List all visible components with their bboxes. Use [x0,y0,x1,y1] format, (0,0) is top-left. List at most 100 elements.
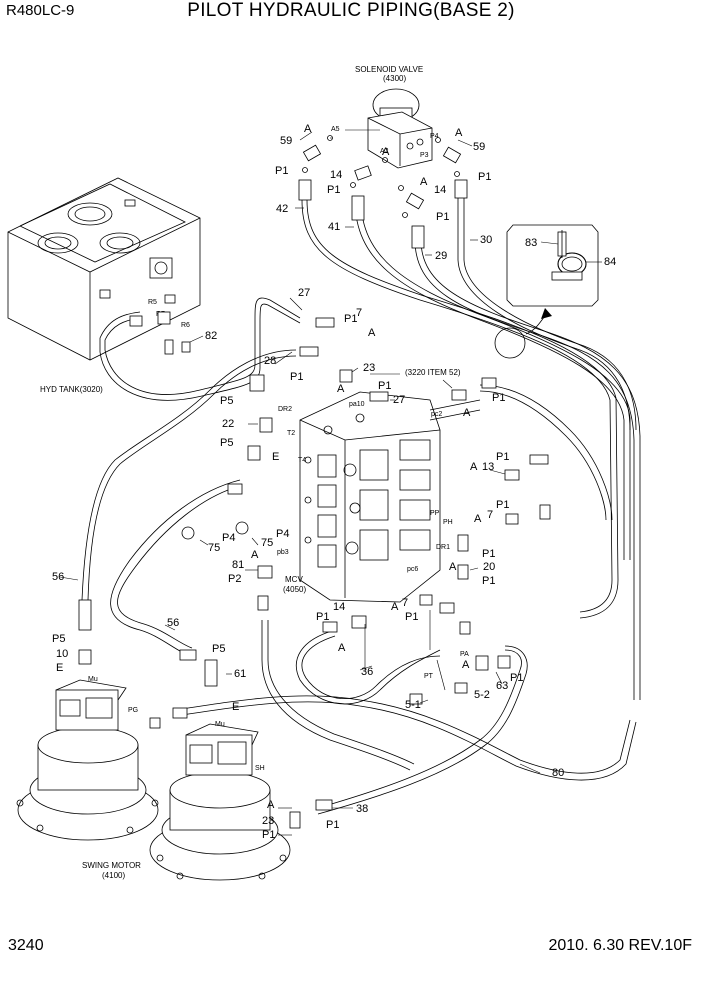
letter-p1: P1 [510,672,523,684]
callout-82: 82 [205,330,217,342]
model-number: R480LC-9 [6,2,75,19]
port-t4: T4 [298,457,306,464]
hyd-tank-label: HYD TANK(3020) [40,385,103,394]
solenoid-valve-number: (4300) [383,74,406,83]
letter-p1: P1 [482,548,495,560]
hyd-tank-drawing [7,177,201,361]
port-pt: PT [424,673,434,680]
letter-a: A [449,561,457,573]
mcv-number: (4050) [283,585,306,594]
letter-p5: P5 [212,643,225,655]
port-r6: R6 [181,322,190,329]
letter-p1: P1 [492,392,505,404]
letter-a: A [474,513,482,525]
port-pg: PG [128,707,138,714]
letter-p1: P1 [290,371,303,383]
callout-38: 38 [356,803,368,815]
revision-date: 2010. 6.30 REV.10F [548,937,692,954]
letter-p1: P1 [496,499,509,511]
swing-motor-left-drawing [16,679,159,841]
port-dr2: DR2 [278,406,292,413]
swing-motor-number: (4100) [102,871,125,880]
swing-motor-label: SWING MOTOR [82,861,141,870]
letter-a: A [337,383,345,395]
page-title: PILOT HYDRAULIC PIPING(BASE 2) [187,0,515,21]
letter-p1: P1 [262,829,275,841]
callout-29: 29 [435,250,447,262]
callout-56-left: 56 [52,571,64,583]
callout-80: 80 [552,767,564,779]
port-a5: A5 [331,126,340,133]
leader-lines [59,131,541,836]
letter-e: E [56,662,63,674]
letter-a: A [462,659,470,671]
callout-59-right: 59 [473,141,485,153]
callout-36: 36 [361,666,373,678]
letter-a: A [338,642,346,654]
callout-14-bottom: 14 [333,601,345,613]
callout-75-left: 75 [208,542,220,554]
letter-a: A [382,146,390,158]
port-ph: PH [443,519,453,526]
port-sh: SH [255,765,265,772]
letter-e: E [232,701,239,713]
solenoid-valve-label: SOLENOID VALVE [355,65,423,74]
letter-p1: P1 [482,575,495,587]
port-p4-sv: P4 [430,133,439,140]
letter-p1: P1 [326,819,339,831]
fittings [78,135,551,829]
port-pp: PP [430,510,440,517]
letter-p1: P1 [405,611,418,623]
port-pa10: pa10 [349,401,365,408]
callout-63: 63 [496,680,508,692]
clamp-detail-inset [506,224,602,307]
callout-56-center: 56 [167,617,179,629]
port-p3: P3 [420,152,429,159]
callout-14-right: 14 [434,184,446,196]
letter-p4: P4 [276,528,289,540]
letter-a: A [251,549,259,561]
letter-e: E [272,451,279,463]
callout-84: 84 [604,256,616,268]
callout-59-left: 59 [280,135,292,147]
solenoid-valve-drawing [367,88,433,169]
mcv-label: MCV [285,575,303,584]
letter-p4: P4 [222,532,235,544]
letter-p1: P1 [316,611,329,623]
letter-a: A [470,461,478,473]
letter-a: A [455,127,463,139]
port-mu-right: Mu [215,721,225,728]
letter-a: A [391,601,399,613]
callout-81: 81 [232,559,244,571]
callout-30: 30 [480,234,492,246]
callout-75-right: 75 [261,537,273,549]
hose-routes [81,195,641,815]
letter-p1: P1 [496,451,509,463]
callout-10: 10 [56,648,68,660]
callout-42: 42 [276,203,288,215]
letter-p2: P2 [228,573,241,585]
port-letters: A A A A P1 P1 P1 P1 P1 A P1 A P1 P5 P5 E… [52,123,523,841]
letter-p1: P1 [344,313,357,325]
detail-circle [494,327,526,359]
letter-a: A [463,407,471,419]
port-pa: PA [460,651,469,658]
callout-7-right: 7 [487,509,493,521]
callout-28: 28 [264,355,276,367]
callout-numbers: 59 59 42 41 14 14 29 30 27 27 7 7 7 28 2… [52,135,564,827]
letter-p5: P5 [220,437,233,449]
callout-5-2: 5-2 [474,689,490,701]
letter-p1: P1 [327,184,340,196]
callout-23-swing: 23 [262,815,274,827]
callout-61: 61 [234,668,246,680]
letter-p1: P1 [378,380,391,392]
callout-22: 22 [222,418,234,430]
port-mu-left: Mu [88,676,98,683]
callout-20: 20 [483,561,495,573]
callout-7-bottom: 7 [402,597,408,609]
letter-a: A [267,799,275,811]
letter-a: A [420,176,428,188]
callout-23-mcv: 23 [363,362,375,374]
callout-83: 83 [525,237,537,249]
